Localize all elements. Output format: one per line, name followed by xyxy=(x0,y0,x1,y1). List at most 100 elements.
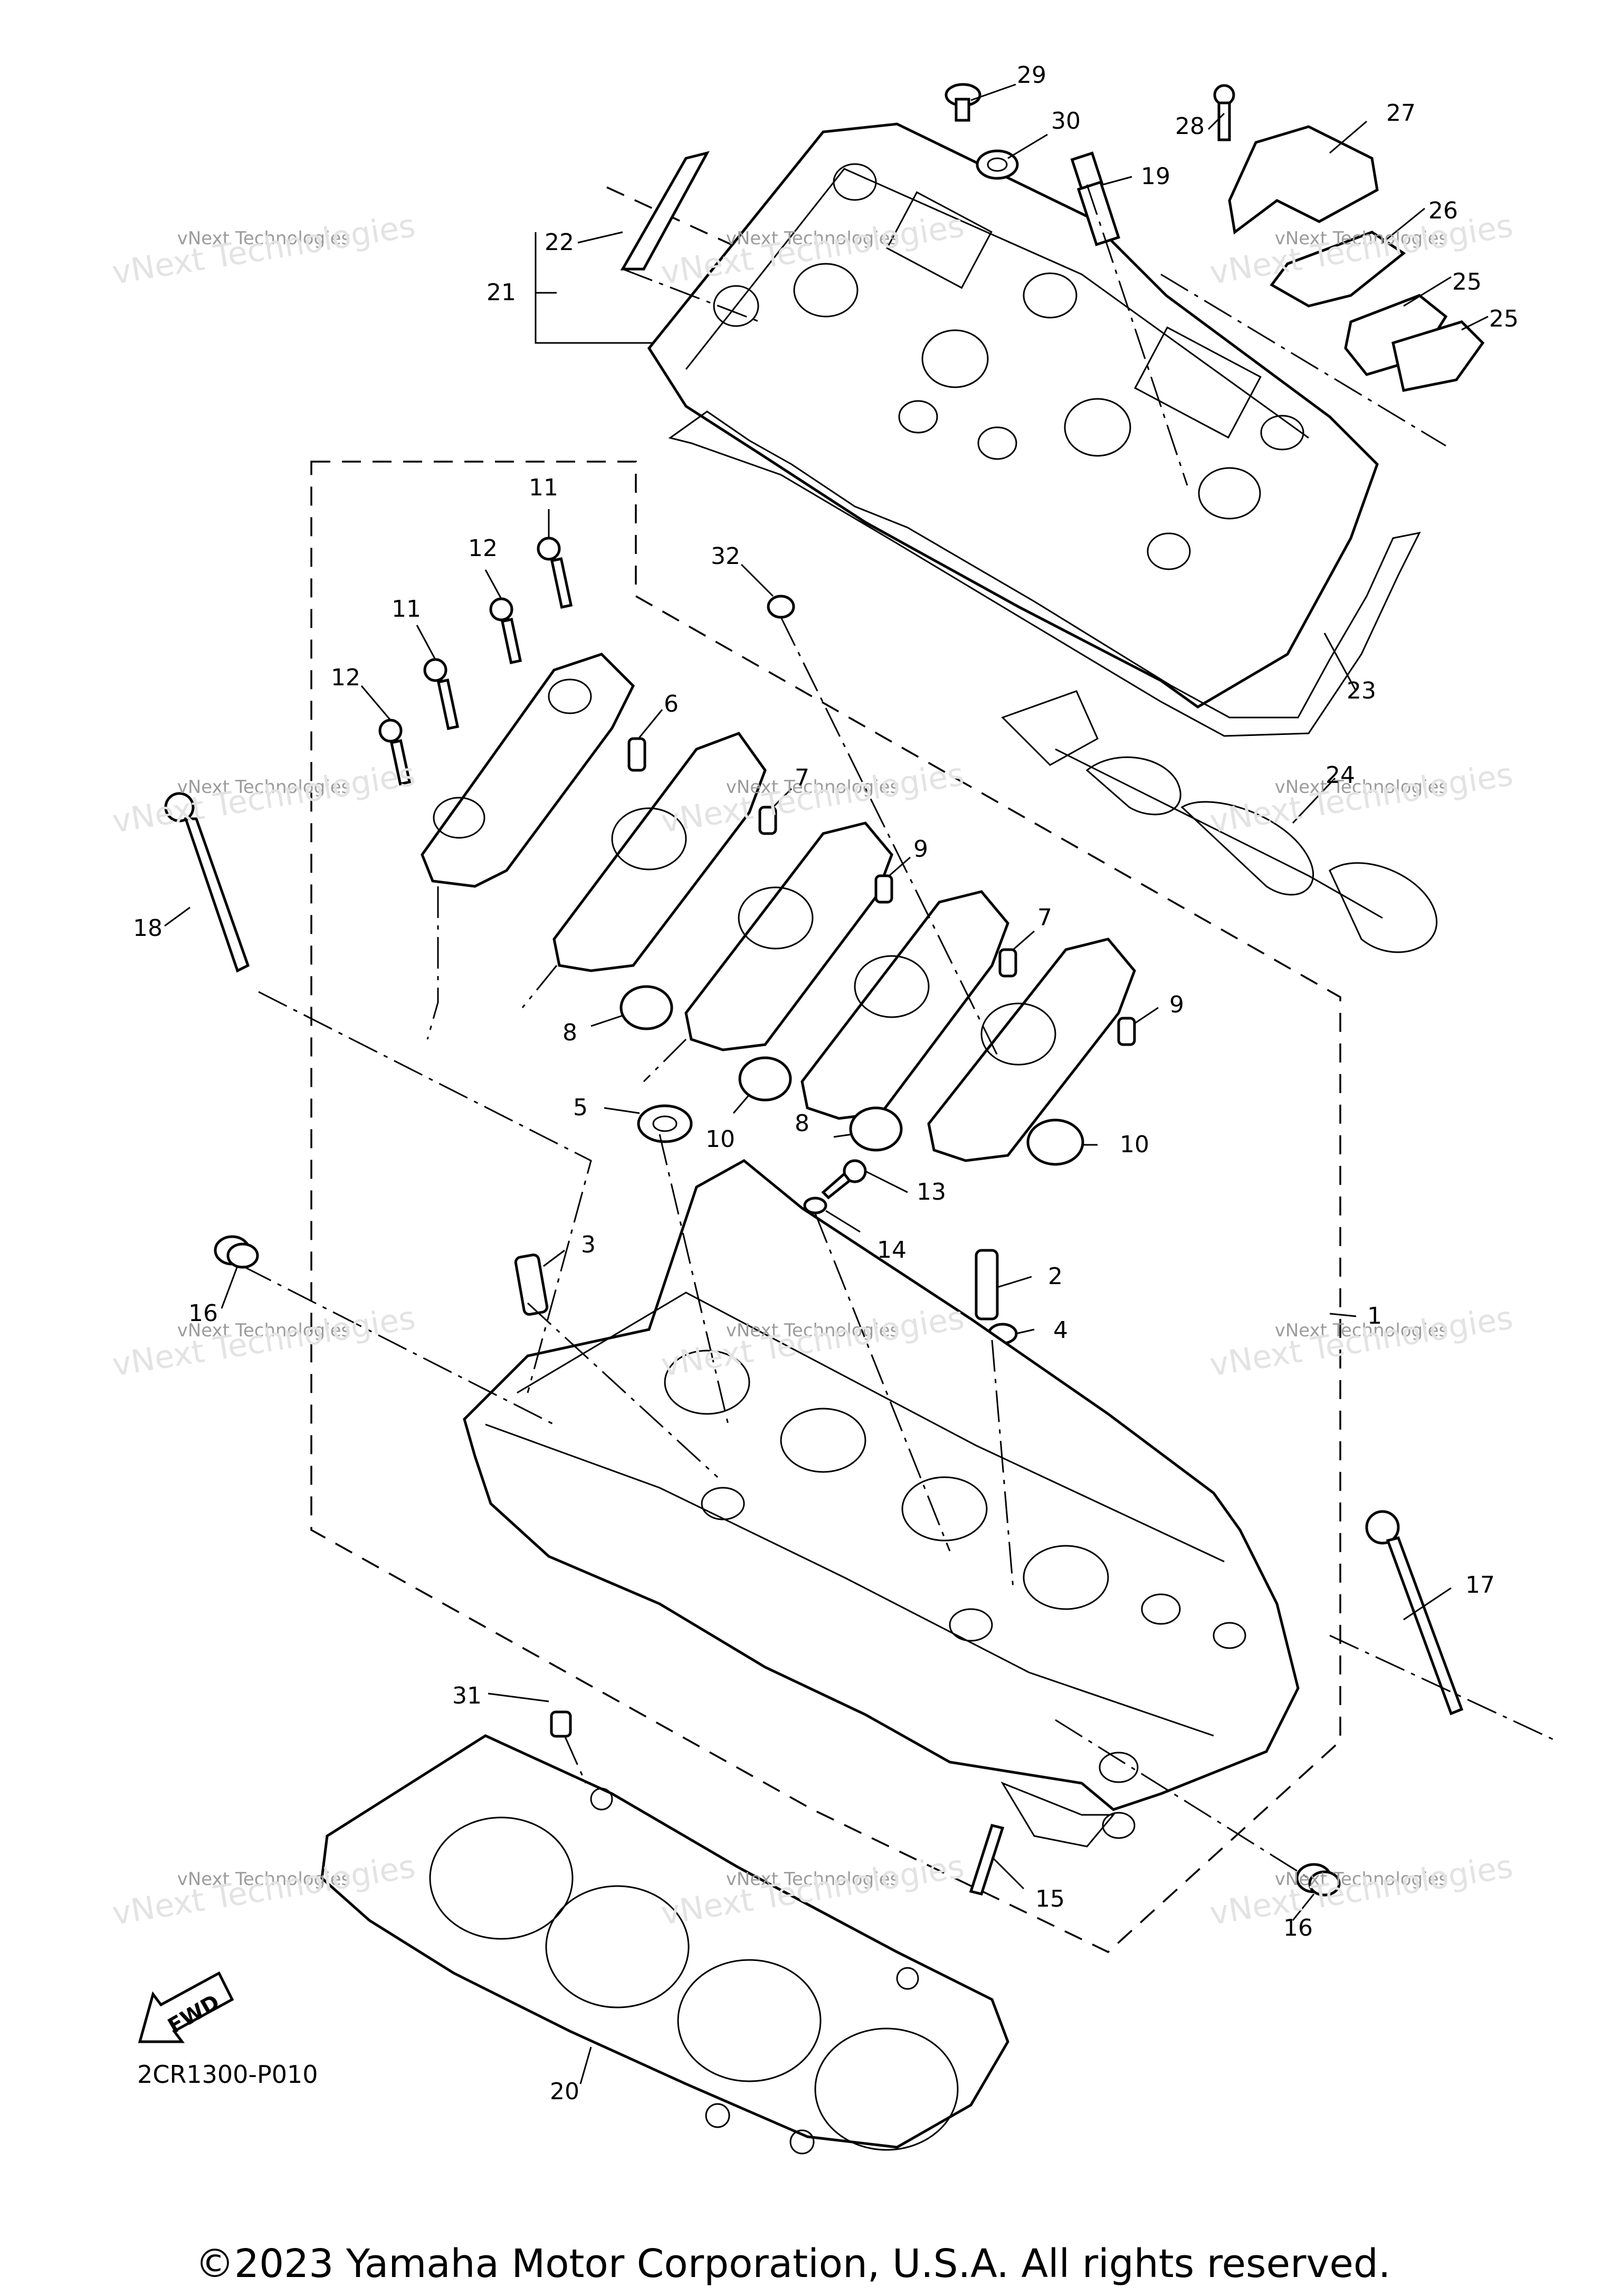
callout-24[interactable]: 24 xyxy=(1326,762,1355,789)
plate-22[interactable] xyxy=(620,151,710,271)
copyright-notice: ©2023 Yamaha Motor Corporation, U.S.A. A… xyxy=(195,2241,1391,2287)
bolt-17[interactable] xyxy=(1365,1510,1464,1716)
callout-10-right[interactable]: 10 xyxy=(1120,1131,1149,1158)
callout-15[interactable]: 15 xyxy=(1035,1886,1065,1912)
callout-7-upper[interactable]: 7 xyxy=(795,764,809,791)
callout-1[interactable]: 1 xyxy=(1367,1303,1382,1329)
dowel-pin-9b[interactable] xyxy=(1117,1017,1136,1046)
callout-5[interactable]: 5 xyxy=(573,1094,588,1121)
callout-30[interactable]: 30 xyxy=(1051,108,1081,135)
camshaft-cap-3[interactable] xyxy=(800,890,1009,1120)
bolt-11a[interactable] xyxy=(537,537,573,609)
bolt-12a[interactable] xyxy=(489,597,522,664)
washer-30[interactable] xyxy=(976,149,1019,180)
head-gasket[interactable] xyxy=(320,1734,1009,2155)
camshaft-cap-4[interactable] xyxy=(927,937,1136,1162)
callout-6[interactable]: 6 xyxy=(664,691,679,718)
cylinder-head[interactable] xyxy=(463,1159,1300,1848)
callout-9-lower[interactable]: 9 xyxy=(1169,991,1184,1018)
plug-hole-gasket[interactable] xyxy=(1001,690,1437,953)
callout-25-upper[interactable]: 25 xyxy=(1452,269,1482,295)
camshaft-cap-1[interactable] xyxy=(552,731,767,972)
seal-32[interactable] xyxy=(767,595,795,619)
bolt-12b[interactable] xyxy=(378,719,412,786)
dowel-pin-31[interactable] xyxy=(550,1710,572,1738)
callout-9-upper[interactable]: 9 xyxy=(913,836,928,863)
assembly-guides xyxy=(242,184,1557,1879)
callout-21[interactable]: 21 xyxy=(487,279,516,306)
callout-29[interactable]: 29 xyxy=(1017,62,1046,89)
o-ring-8a[interactable] xyxy=(619,985,673,1030)
callout-8-lower[interactable]: 8 xyxy=(795,1110,809,1137)
leader-lines xyxy=(164,83,1489,2084)
callout-17[interactable]: 17 xyxy=(1465,1572,1495,1599)
callout-19[interactable]: 19 xyxy=(1141,163,1170,190)
callout-13[interactable]: 13 xyxy=(917,1179,946,1206)
plate-26[interactable] xyxy=(1270,231,1406,308)
assembly-outline-dashed xyxy=(310,461,1341,1954)
callout-16-lower[interactable]: 16 xyxy=(1283,1915,1313,1941)
stud-bolt-15[interactable] xyxy=(969,1824,1005,1896)
dowel-pin-7b[interactable] xyxy=(998,948,1017,978)
dowel-pin-6[interactable] xyxy=(627,737,646,772)
cylinder-head-cover[interactable] xyxy=(647,122,1379,709)
o-ring-10b[interactable] xyxy=(1026,1118,1084,1166)
callout-7-lower[interactable]: 7 xyxy=(1037,904,1052,931)
guide-3[interactable] xyxy=(514,1254,549,1316)
callout-4[interactable]: 4 xyxy=(1053,1317,1068,1344)
callout-31[interactable]: 31 xyxy=(452,1682,482,1709)
o-ring-8b[interactable] xyxy=(849,1106,903,1152)
callout-11-upper[interactable]: 11 xyxy=(529,474,558,501)
fwd-arrow-icon: FWD xyxy=(138,1971,234,2043)
callout-26[interactable]: 26 xyxy=(1428,197,1458,224)
callout-10-left[interactable]: 10 xyxy=(705,1126,735,1153)
damper-25[interactable] xyxy=(1344,294,1485,392)
washer-14[interactable] xyxy=(803,1197,827,1214)
guide-dashdot-right xyxy=(1160,273,1446,447)
camshaft-cap-exhaust-end[interactable] xyxy=(421,653,635,888)
bolt-13[interactable] xyxy=(821,1159,867,1200)
bolt-11b[interactable] xyxy=(423,658,460,730)
callout-2[interactable]: 2 xyxy=(1048,1263,1063,1290)
callout-12-upper[interactable]: 12 xyxy=(468,535,498,562)
callout-22[interactable]: 22 xyxy=(545,229,574,256)
callout-20[interactable]: 20 xyxy=(550,2078,579,2105)
plug-5[interactable] xyxy=(637,1104,693,1143)
callout-27[interactable]: 27 xyxy=(1386,100,1416,127)
callout-8-upper[interactable]: 8 xyxy=(562,1019,577,1046)
plug-16b[interactable] xyxy=(1295,1863,1341,1897)
callout-16-upper[interactable]: 16 xyxy=(188,1300,218,1327)
spark-plug-19[interactable] xyxy=(1070,151,1120,246)
dowel-pin-9a[interactable] xyxy=(874,874,893,904)
guide-2[interactable] xyxy=(975,1249,999,1321)
callout-28[interactable]: 28 xyxy=(1175,113,1205,140)
bolt-29[interactable] xyxy=(945,83,981,122)
callout-14[interactable]: 14 xyxy=(877,1237,907,1264)
bolt-18[interactable] xyxy=(164,792,250,973)
o-ring-10a[interactable] xyxy=(738,1056,792,1102)
callout-11-lower[interactable]: 11 xyxy=(392,596,421,623)
callout-32[interactable]: 32 xyxy=(711,543,740,570)
callout-12-lower[interactable]: 12 xyxy=(331,664,360,691)
cover-gasket[interactable] xyxy=(668,410,1421,737)
diagram-code: 2CR1300-P010 xyxy=(137,2060,318,2089)
plug-16a[interactable] xyxy=(214,1235,259,1269)
dowel-pin-7a[interactable] xyxy=(758,806,777,835)
callout-3[interactable]: 3 xyxy=(581,1231,596,1258)
bolt-28[interactable] xyxy=(1213,84,1235,141)
callout-18[interactable]: 18 xyxy=(133,915,163,942)
cover-27[interactable] xyxy=(1228,125,1379,235)
callout-25-lower[interactable]: 25 xyxy=(1489,305,1519,332)
callout-23[interactable]: 23 xyxy=(1347,677,1376,704)
